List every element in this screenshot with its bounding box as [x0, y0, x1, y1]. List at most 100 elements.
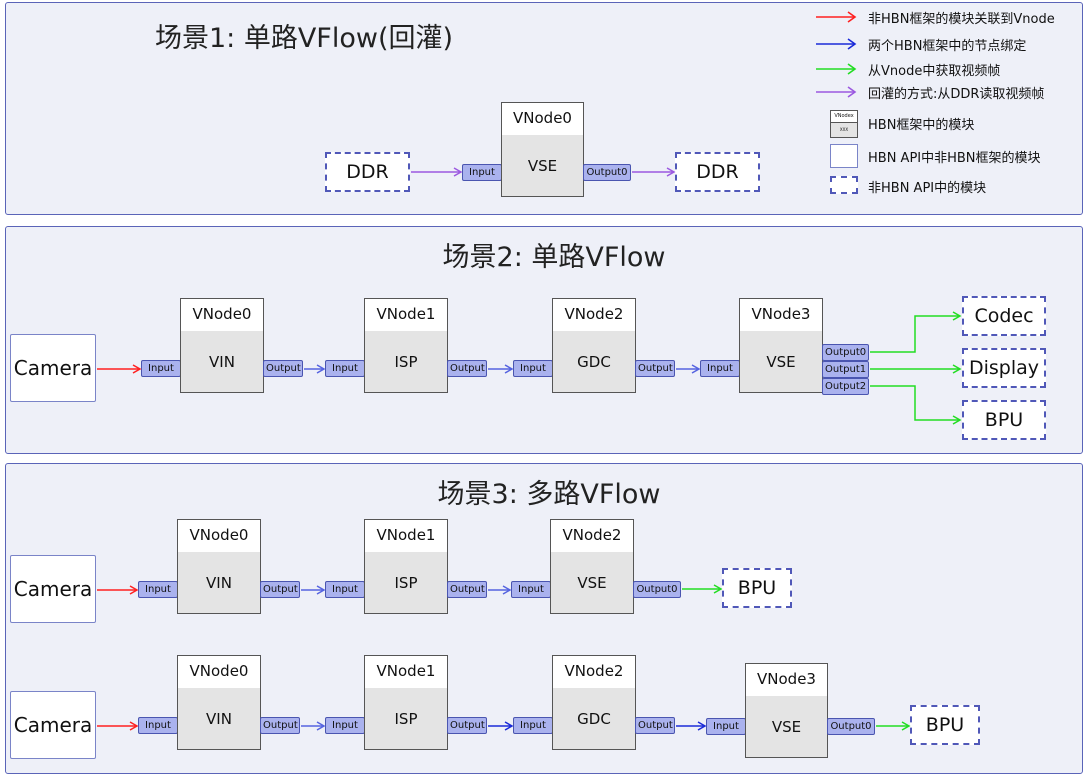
scene3-row2-vnode0: VNode0 VIN — [177, 655, 261, 750]
legend-green-arrow — [816, 63, 857, 75]
vnode-name: VNode0 — [178, 520, 260, 553]
legend-external-module-label: 非HBN API中的模块 — [868, 176, 986, 196]
scene2-title: 场景2: 单路VFlow — [442, 242, 666, 273]
module-label: VSE — [771, 717, 802, 736]
vnode-module: GDC — [553, 331, 635, 392]
s2-arrow-to-codec — [870, 311, 962, 353]
scene3-row2-bpu: BPU — [910, 705, 980, 745]
scene3-row1-camera: Camera — [10, 555, 96, 623]
scene3-title: 场景3: 多路VFlow — [437, 479, 661, 510]
legend-red-label: 非HBN框架的模块关联到Vnode — [868, 7, 1055, 27]
module-label: VIN — [206, 573, 232, 592]
codec-label: Codec — [974, 305, 1034, 327]
vnode-name: VNode0 — [178, 656, 260, 689]
legend-purple-text: 回灌的方式:从DDR读取视频帧 — [868, 86, 1045, 102]
scene2-bpu: BPU — [962, 400, 1046, 440]
module-label: GDC — [577, 709, 611, 728]
scene3-row2-vnode3: VNode3 VSE — [745, 663, 828, 758]
scene3-row2-camera: Camera — [10, 691, 96, 759]
bpu-label: BPU — [925, 714, 965, 736]
legend-blue-arrow — [816, 38, 857, 50]
legend-green-text: 从Vnode中获取视频帧 — [868, 63, 1001, 79]
camera-label: Camera — [13, 577, 93, 601]
mini-vnode-body: XXX — [839, 127, 849, 132]
scene1-output-port: Output0 — [583, 164, 631, 181]
scene3-row2-isp-output: Output — [447, 717, 487, 734]
scene2-vnode0: VNode0 VIN — [180, 298, 264, 393]
vnode-name: VNode1 — [365, 299, 447, 332]
scene2-camera: Camera — [10, 334, 96, 402]
scene1-ddr-source: DDR — [325, 152, 410, 192]
module-label: VIN — [209, 352, 235, 371]
scene1-ddr-target: DDR — [675, 152, 760, 192]
scene2-gdc-output: Output — [635, 360, 675, 377]
legend-hbn-module-text: HBN框架中的模块 — [868, 117, 975, 133]
vnode-module: ISP — [365, 688, 447, 749]
vnode-module: VSE — [740, 331, 822, 392]
camera-label: Camera — [13, 713, 93, 737]
vnode-name: VNode3 — [746, 664, 827, 697]
scene2-vnode2: VNode2 GDC — [552, 298, 636, 393]
scene3-row1-vnode0: VNode0 VIN — [177, 519, 261, 614]
display-label: Display — [968, 357, 1040, 379]
bpu-label: BPU — [737, 577, 777, 599]
legend-api-module-label: HBN API中非HBN框架的模块 — [868, 146, 1041, 166]
legend-blue-label: 两个HBN框架中的节点绑定 — [868, 34, 1026, 54]
vnode-module: VSE — [502, 135, 583, 196]
module-label: VSE — [577, 573, 607, 592]
vnode-module: VIN — [181, 331, 263, 392]
scene2-display: Display — [962, 348, 1046, 388]
legend-red-text: 非HBN框架的模块关联到Vnode — [868, 11, 1055, 27]
vnode-name: VNode1 — [365, 656, 447, 689]
ddr-target-label: DDR — [696, 161, 739, 183]
module-label: ISP — [394, 573, 418, 592]
scene2-vnode3: VNode3 VSE — [739, 298, 823, 393]
scene2-isp-output: Output — [447, 360, 487, 377]
vnode-module: VSE — [551, 552, 633, 613]
vnode-module: VIN — [178, 688, 260, 749]
module-label: ISP — [394, 709, 418, 728]
legend-api-module-text: HBN API中非HBN框架的模块 — [868, 150, 1041, 166]
scene1-title: 场景1: 单路VFlow(回灌) — [154, 23, 454, 54]
legend-purple-arrow — [816, 86, 857, 98]
legend-green-label: 从Vnode中获取视频帧 — [868, 59, 1000, 79]
module-label: ISP — [394, 352, 418, 371]
scene3-row2-gdc-output: Output — [635, 717, 675, 734]
vnode-name: VNode0 — [502, 103, 583, 136]
legend-hbn-module-symbol: VNodex XXX — [830, 110, 858, 138]
module-label: GDC — [577, 352, 611, 371]
legend-external-module-symbol — [830, 176, 858, 194]
module-label: VSE — [766, 352, 796, 371]
legend-purple-label: 回灌的方式:从DDR读取视频帧 — [868, 82, 1044, 102]
legend-red-arrow — [816, 11, 857, 23]
mini-vnode-name: VNodex — [831, 111, 857, 123]
scene1-vnode0: VNode0 VSE — [501, 102, 584, 197]
scene3-row2-vin-output: Output — [260, 717, 300, 734]
vnode-module: VSE — [746, 696, 827, 757]
bpu-label: BPU — [984, 409, 1024, 431]
s2-arrow-to-bpu — [870, 385, 962, 425]
scene3-row2-vnode2: VNode2 GDC — [552, 655, 636, 750]
scene2-vse-output1: Output1 — [822, 361, 869, 378]
scene3-row1-vin-output: Output — [260, 581, 300, 598]
module-label: VIN — [206, 709, 232, 728]
legend-external-module-text: 非HBN API中的模块 — [868, 180, 987, 196]
vnode-name: VNode2 — [553, 656, 635, 689]
vnode-name: VNode0 — [181, 299, 263, 332]
vnode-name: VNode2 — [551, 520, 633, 553]
camera-label: Camera — [13, 356, 93, 380]
scene3-row1-vnode1: VNode1 ISP — [364, 519, 448, 614]
legend-blue-text: 两个HBN框架中的节点绑定 — [868, 38, 1027, 54]
vnode-module: ISP — [365, 552, 447, 613]
module-label: VSE — [527, 156, 558, 175]
legend-hbn-module-label: HBN框架中的模块 — [868, 113, 974, 133]
scene3-row2-vnode1: VNode1 ISP — [364, 655, 448, 750]
scene3-row1-vse-output: Output0 — [633, 581, 681, 598]
scene2-codec: Codec — [962, 296, 1046, 336]
scene2-vse-output2: Output2 — [822, 378, 869, 395]
vnode-module: ISP — [365, 331, 447, 392]
scene2-vnode1: VNode1 ISP — [364, 298, 448, 393]
vnode-module: GDC — [553, 688, 635, 749]
scene3-row1-vnode2: VNode2 VSE — [550, 519, 634, 614]
